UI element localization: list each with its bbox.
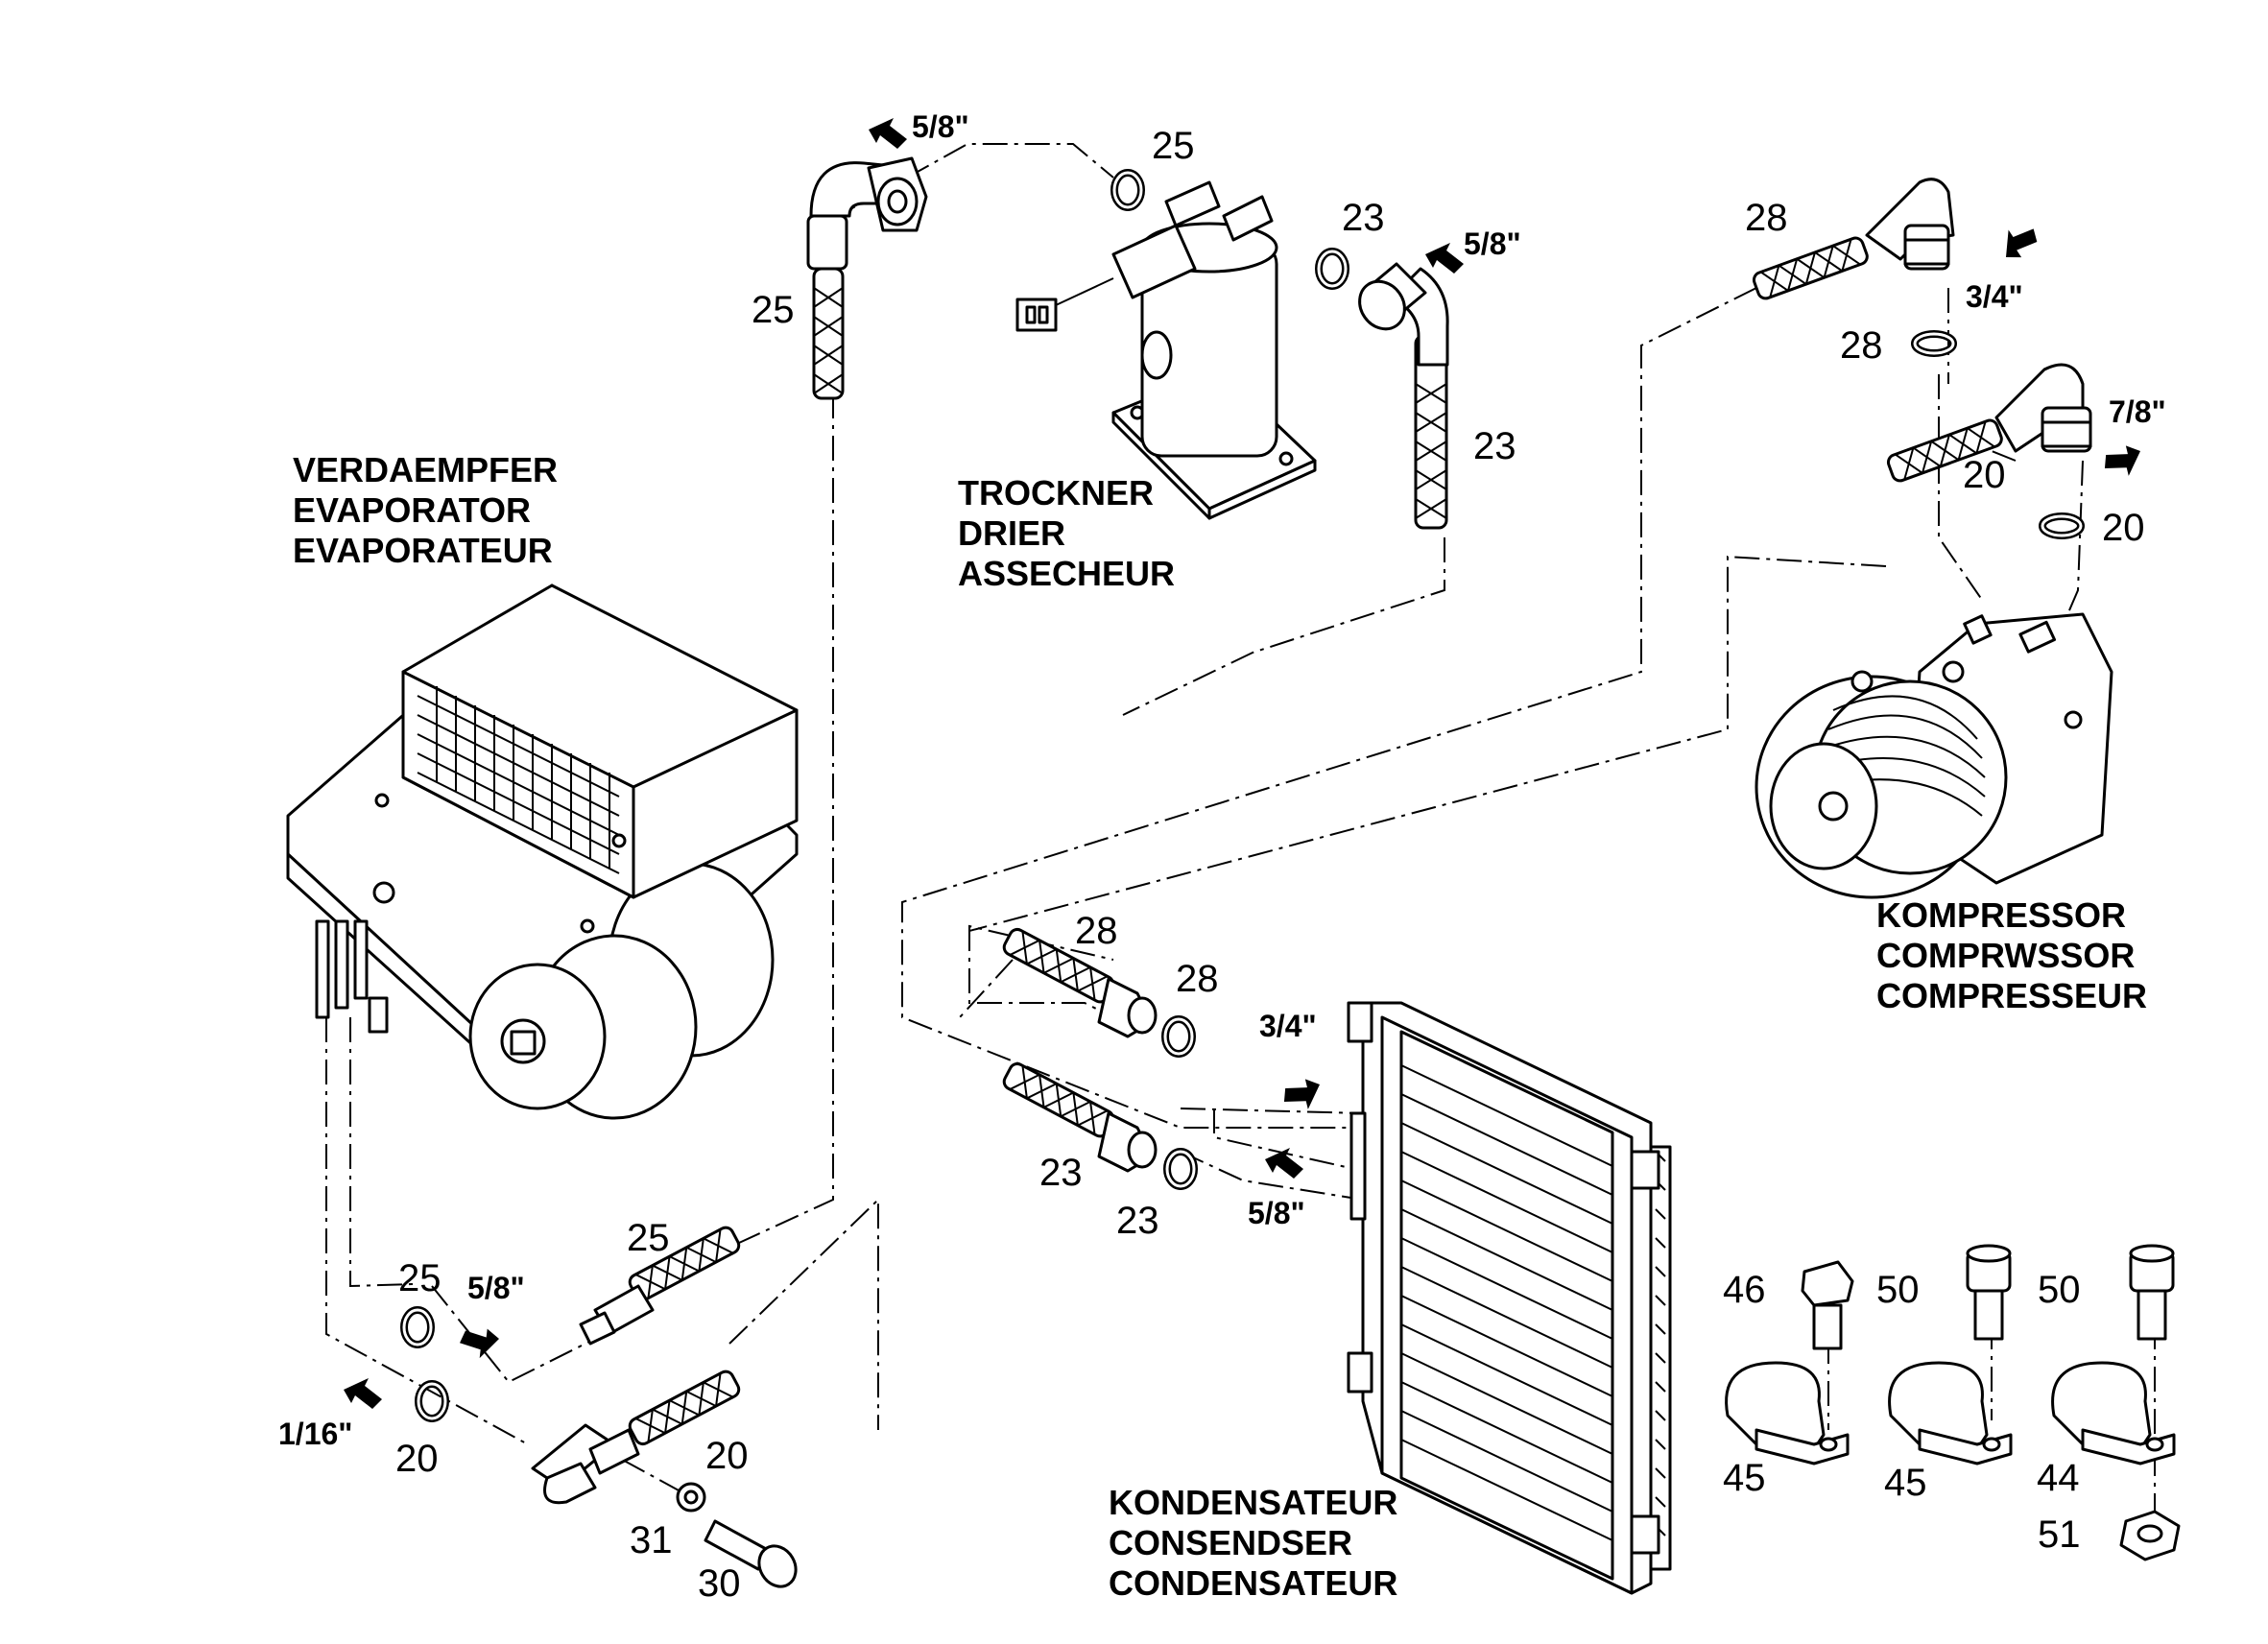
flow-arrow-evap-top [456,1321,504,1363]
label-oring-top-left: 25 [1152,125,1195,167]
clamp-45a [1725,1361,1850,1465]
oring-comp-bottom [2042,516,2081,536]
label-oring-comp-top: 28 [1840,324,1883,367]
svg-text:CONSENDSER: CONSENDSER [1109,1523,1352,1562]
oring-evap-top [404,1310,431,1345]
compressor-label: KOMPRESSOR COMPRWSSOR COMPRESSEUR [1876,895,2147,1015]
label-hose-cond-top: 28 [1075,910,1118,952]
label-hose-cond-bottom: 23 [1039,1152,1083,1194]
oring-cond-top [1165,1019,1192,1054]
bolt-50b [2129,1244,2175,1341]
label-oring-comp-bottom: 20 [2102,507,2145,549]
label-clamp-45b: 45 [1884,1462,1927,1504]
size-drier: 5/8" [1464,226,1521,261]
label-bolt-46: 46 [1723,1269,1766,1311]
evaporator-grille [417,686,620,874]
oring-top-left [1114,173,1141,207]
label-hose-comp-bottom: 20 [1963,454,2006,496]
label-bolt-50b: 50 [2038,1269,2081,1311]
hose-cond-bottom [999,1060,1158,1173]
nut-51 [2119,1510,2181,1561]
hose-comp-top [1750,178,1955,302]
label-hose-evap-bottom: 20 [705,1435,749,1477]
svg-text:KOMPRESSOR: KOMPRESSOR [1876,895,2126,935]
label-oring-evap-top: 25 [398,1257,442,1299]
oring-evap-bottom [418,1384,445,1418]
hose-evap-top [579,1223,744,1346]
flow-arrow-evap-bottom [344,1378,382,1409]
hose-cond-top [999,925,1158,1038]
flow-arrow-drier [1425,243,1464,274]
size-cond-top: 3/4" [1259,1009,1317,1043]
condenser-fins [1400,1064,1613,1541]
size-comp-top: 3/4" [1966,279,2023,314]
flow-arrow-comp-top [1995,218,2042,267]
hose-drier [1358,262,1449,530]
evaporator-label: VERDAEMPFER EVAPORATOR EVAPORATEUR [293,450,558,570]
svg-text:EVAPORATEUR: EVAPORATEUR [293,531,553,570]
size-evap-top: 5/8" [467,1271,525,1305]
condenser-label: KONDENSATEUR CONSENDSER CONDENSATEUR [1109,1483,1397,1603]
oring-cond-bottom [1167,1152,1194,1186]
svg-text:DRIER: DRIER [958,513,1065,553]
size-cond-bottom: 5/8" [1248,1196,1305,1230]
label-oring-cond-bottom: 23 [1116,1200,1159,1242]
bolt-50a [1966,1244,2012,1341]
bolt-46 [1801,1260,1854,1350]
hose-evap-bottom [531,1367,744,1505]
hose-comp-bottom [1884,363,2092,485]
oring-drier [1319,251,1346,286]
label-bolt: 30 [698,1562,741,1605]
flow-arrow-comp-bottom [2098,436,2148,485]
condenser-unit [1347,1001,1672,1595]
label-washer: 31 [630,1519,673,1561]
size-evap-bottom: 1/16" [278,1417,352,1451]
label-clamp-45a: 45 [1723,1457,1766,1499]
drier-label: TROCKNER DRIER ASSECHEUR [958,473,1175,593]
svg-text:TROCKNER: TROCKNER [958,473,1154,512]
label-nut-51: 51 [2038,1513,2081,1556]
label-bolt-50a: 50 [1876,1269,1920,1311]
connection-lines [325,143,2156,1526]
drier-unit [1015,180,1317,520]
svg-text:KONDENSATEUR: KONDENSATEUR [1109,1483,1397,1522]
compressor-unit [1755,612,2113,899]
size-comp-bottom: 7/8" [2109,394,2166,429]
flow-arrow-top-left [869,118,907,149]
label-oring-evap-bottom: 20 [395,1438,439,1480]
fitting-size-labels: 5/8" 5/8" 3/4" 7/8" 3/4" 5/8" 5/8" 1/16" [278,109,2166,1451]
bolt-30 [704,1519,798,1588]
svg-text:VERDAEMPFER: VERDAEMPFER [293,450,558,489]
label-oring-cond-top: 28 [1176,958,1219,1000]
label-hose-evap-top: 25 [627,1217,670,1259]
svg-text:COMPRWSSOR: COMPRWSSOR [1876,936,2135,975]
flow-arrow-cond-bottom [1265,1148,1303,1179]
evaporator-unit [286,584,799,1120]
svg-text:EVAPORATOR: EVAPORATOR [293,490,531,530]
clamp-45b [1888,1361,2013,1465]
svg-text:COMPRESSEUR: COMPRESSEUR [1876,976,2147,1015]
clamp-44 [2051,1361,2176,1465]
label-hose-drier: 23 [1473,425,1516,467]
label-hose-comp-top: 28 [1745,197,1788,239]
svg-text:CONDENSATEUR: CONDENSATEUR [1109,1563,1397,1603]
label-hose-top-left: 25 [752,289,795,331]
size-top-left: 5/8" [912,109,969,144]
hose-top-left [806,156,928,400]
svg-text:ASSECHEUR: ASSECHEUR [958,554,1175,593]
label-oring-drier: 23 [1342,197,1385,239]
label-clamp-44: 44 [2037,1457,2080,1499]
part-number-labels: 25 25 23 23 28 28 20 20 28 28 23 23 25 2… [395,125,2145,1605]
